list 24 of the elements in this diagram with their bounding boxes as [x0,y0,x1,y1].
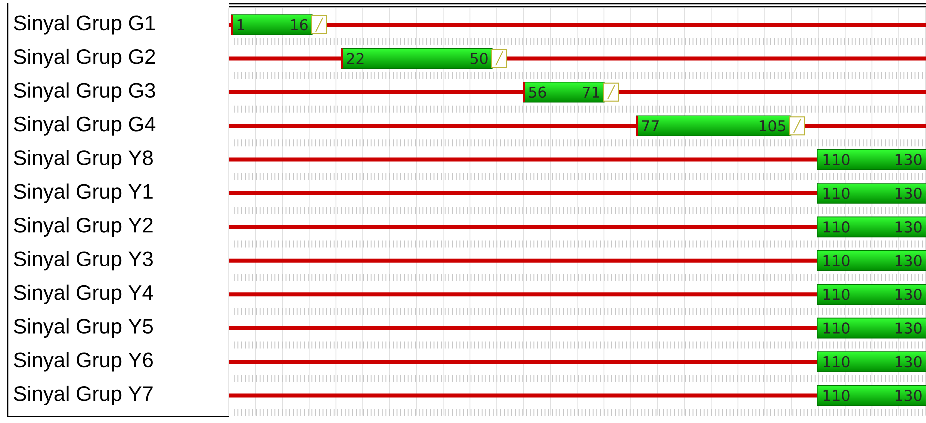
timing-bar: 110 130 [817,216,926,238]
timing-bar: 110 130 [817,318,926,339]
row-label: Sinyal Grup G1 [14,15,156,35]
timing-bar: 110 130 [817,250,926,272]
timing-bar: 22 50 [341,48,493,70]
row-label: Sinyal Grup G3 [14,82,156,102]
row-label: Sinyal Grup Y7 [14,386,153,406]
row-label: Sinyal Grup Y6 [14,352,153,372]
timing-bar: 110 130 [817,385,926,406]
row-label: Sinyal Grup Y2 [14,217,153,237]
timing-bar: 1 16 [231,14,313,36]
row-label: Sinyal Grup G2 [14,48,156,68]
row-label: Sinyal Grup Y4 [14,284,154,304]
timing-bar: 110 130 [817,352,926,372]
timing-bar: 56 71 [523,82,605,103]
row-label: Sinyal Grup Y8 [14,150,153,170]
timing-bar: 110 130 [817,284,926,305]
row-label: Sinyal Grup Y1 [14,184,153,204]
row-label: Sinyal Grup G4 [14,116,156,136]
row-label: Sinyal Grup Y3 [14,251,153,271]
timing-bar: 77 105 [636,116,791,136]
row-label: Sinyal Grup Y5 [14,318,153,338]
timing-bar: 110 130 [817,149,926,170]
timing-bar: 110 130 [817,183,926,204]
